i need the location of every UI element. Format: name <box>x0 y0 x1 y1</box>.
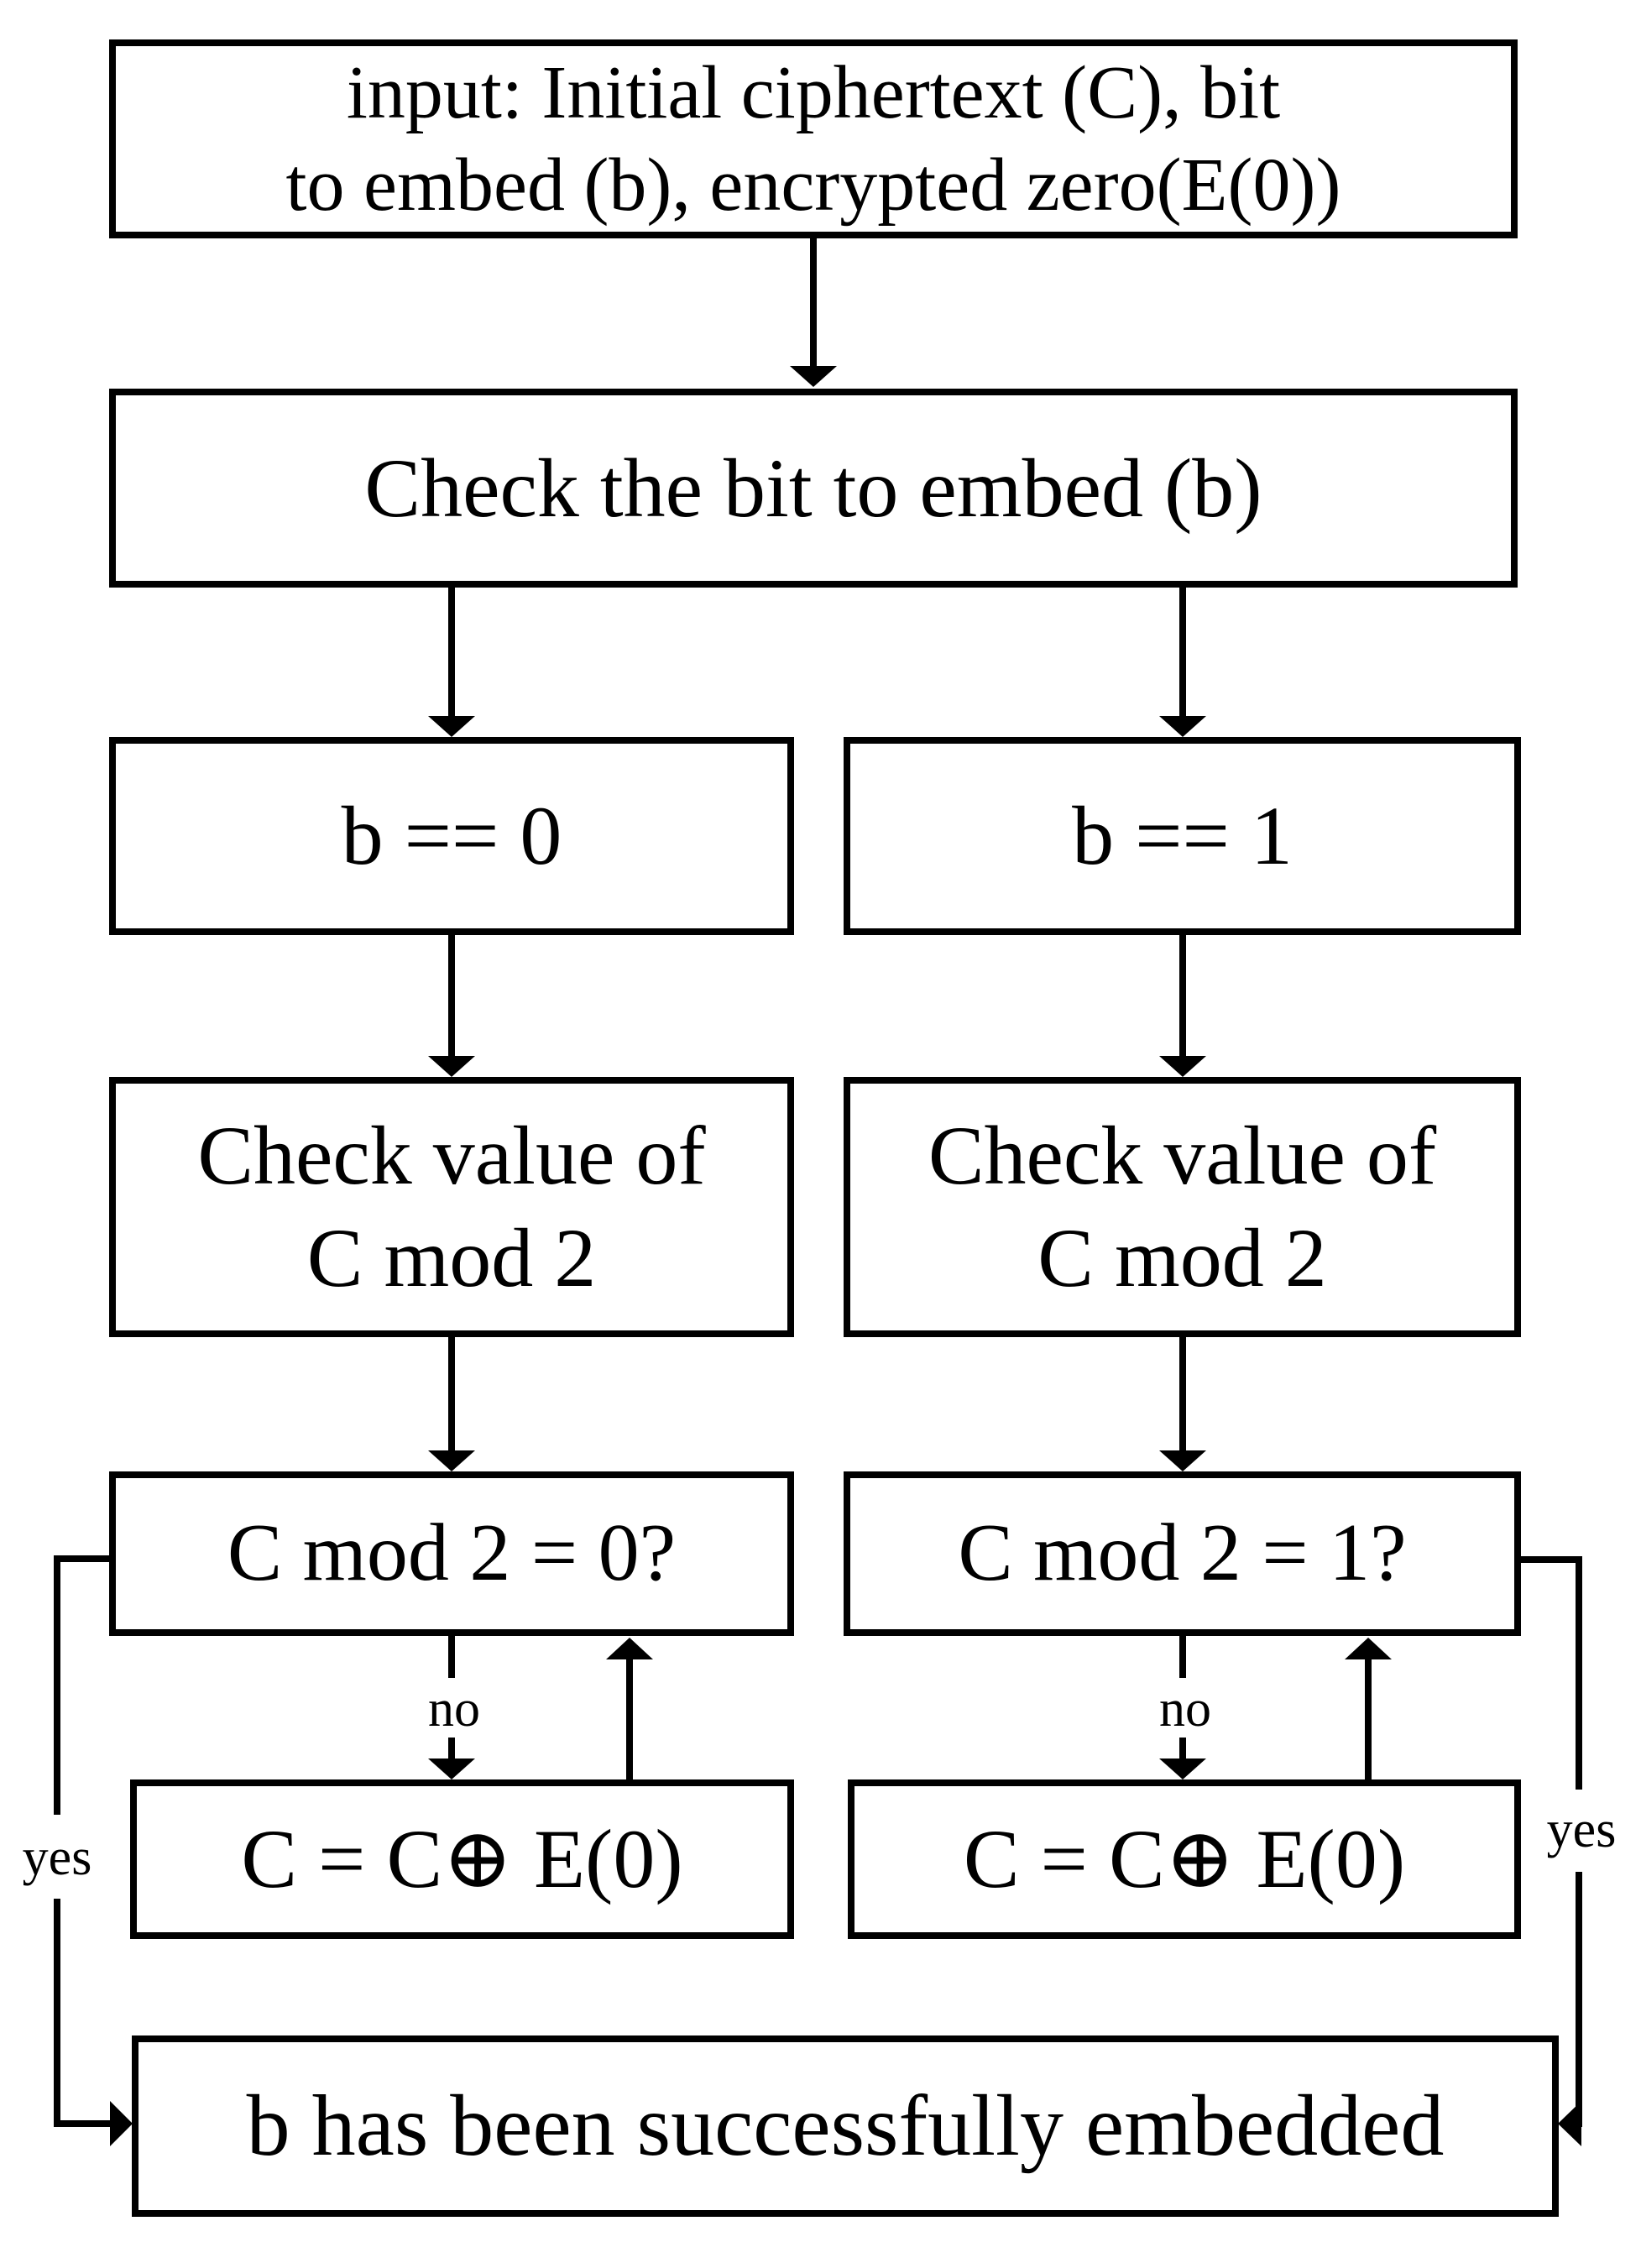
node-check-value-left-line2: C mod 2 <box>306 1211 597 1304</box>
node-xor-update-right-label: C = C⊕ E(0) <box>963 1812 1406 1905</box>
arrowhead-b1-to-checkvalue <box>1159 1056 1206 1077</box>
node-c-mod-2-equals-0-label: C mod 2 = 0? <box>227 1508 677 1599</box>
node-check-value-left: Check value of C mod 2 <box>109 1077 794 1337</box>
arrowhead-yes-right <box>1558 2101 1581 2146</box>
arrowhead-checkbit-to-b1 <box>1159 716 1206 737</box>
arrowhead-checkbit-to-b0 <box>428 716 475 737</box>
node-check-value-right-line2: C mod 2 <box>1037 1211 1327 1304</box>
arrowhead-checkvalue-to-cond-left <box>428 1450 475 1471</box>
node-input-line1: input: Initial ciphertext (C), bit <box>346 50 1281 134</box>
node-check-value-right: Check value of C mod 2 <box>844 1077 1521 1337</box>
node-check-value-right-line1: Check value of <box>928 1109 1437 1202</box>
node-c-mod-2-equals-0-question: C mod 2 = 0? <box>109 1471 794 1636</box>
node-input: input: Initial ciphertext (C), bit to em… <box>109 39 1518 238</box>
node-b-equals-1: b == 1 <box>844 737 1521 935</box>
arrowhead-xor-to-cond-right <box>1345 1638 1392 1659</box>
node-c-mod-2-equals-1-label: C mod 2 = 1? <box>958 1508 1407 1599</box>
arrowhead-input-to-checkbit <box>790 366 837 387</box>
node-b-equals-1-label: b == 1 <box>1072 789 1293 882</box>
arrowhead-xor-to-cond-left <box>606 1638 653 1659</box>
edge-label-no-left: no <box>423 1681 485 1737</box>
node-success-label: b has been successfully embedded <box>246 2077 1445 2174</box>
node-input-line2: to embed (b), encrypted zero(E(0)) <box>285 143 1341 227</box>
node-success: b has been successfully embedded <box>132 2035 1559 2217</box>
edge-label-yes-left: yes <box>17 1830 97 1885</box>
arrowhead-b0-to-checkvalue <box>428 1056 475 1077</box>
arrowhead-no-right <box>1159 1758 1206 1779</box>
edge-label-no-right: no <box>1154 1681 1216 1737</box>
arrowhead-yes-left <box>110 2101 133 2146</box>
arrowhead-checkvalue-to-cond-right <box>1159 1450 1206 1471</box>
node-check-value-left-line1: Check value of <box>197 1109 706 1202</box>
node-check-bit-label: Check the bit to embed (b) <box>364 441 1262 535</box>
node-c-mod-2-equals-1-question: C mod 2 = 1? <box>844 1471 1521 1636</box>
node-xor-update-right: C = C⊕ E(0) <box>848 1779 1521 1939</box>
node-check-bit: Check the bit to embed (b) <box>109 389 1518 588</box>
node-xor-update-left: C = C⊕ E(0) <box>130 1779 794 1939</box>
node-b-equals-0: b == 0 <box>109 737 794 935</box>
edge-label-yes-right: yes <box>1541 1802 1622 1858</box>
node-b-equals-0-label: b == 0 <box>341 789 562 882</box>
node-xor-update-left-label: C = C⊕ E(0) <box>241 1812 683 1905</box>
arrowhead-no-left <box>428 1758 475 1779</box>
